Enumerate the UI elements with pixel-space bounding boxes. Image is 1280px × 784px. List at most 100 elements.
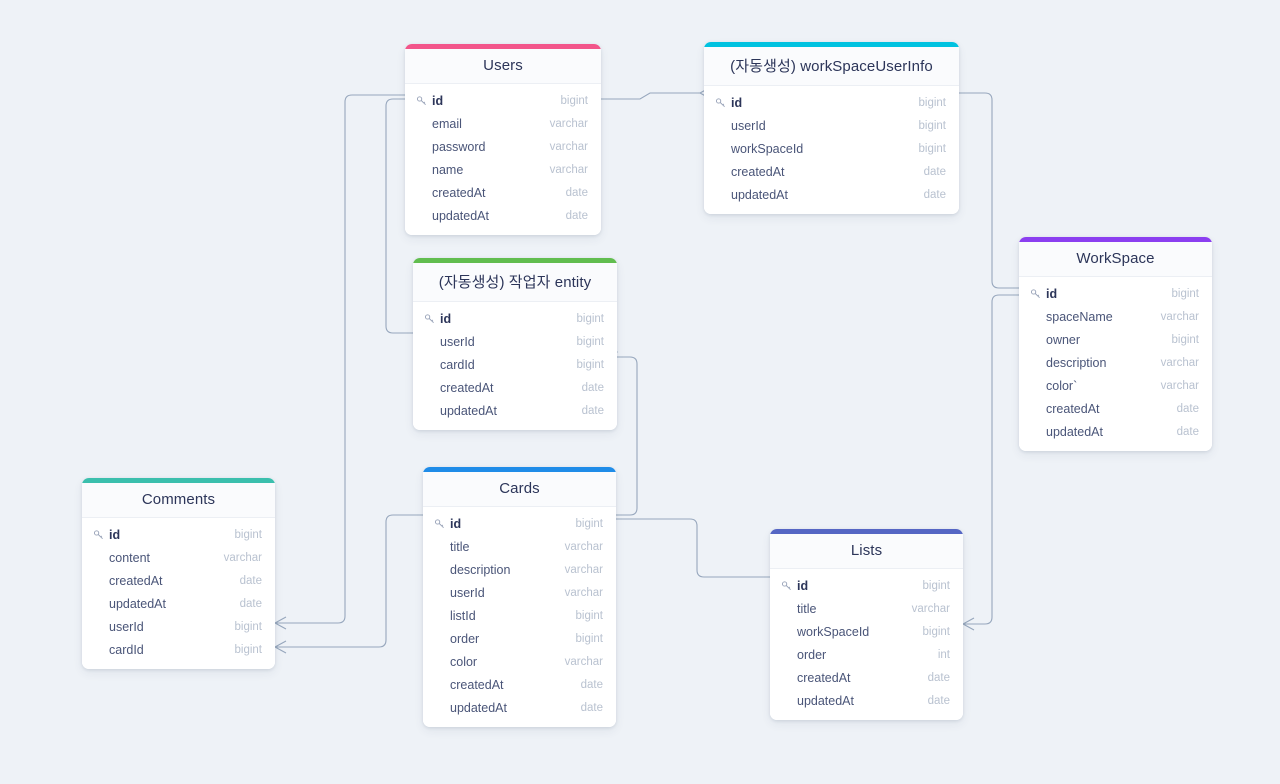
- column-type: date: [239, 574, 262, 587]
- column-name: color`: [1046, 378, 1078, 393]
- column-name: cardId: [440, 357, 475, 372]
- column-name-group: id: [93, 528, 120, 542]
- column-row[interactable]: password varchar: [405, 135, 601, 158]
- column-row[interactable]: spaceName varchar: [1019, 305, 1212, 328]
- key-icon: [434, 518, 446, 530]
- column-name-group: id: [1030, 287, 1057, 301]
- column-type: varchar: [564, 655, 603, 668]
- column-type: date: [1176, 425, 1199, 438]
- column-name: owner: [1046, 332, 1081, 347]
- column-name-group: id: [434, 517, 461, 531]
- column-name: updatedAt: [440, 403, 497, 418]
- column-name: updatedAt: [109, 596, 166, 611]
- column-row[interactable]: createdAt date: [405, 181, 601, 204]
- column-type: varchar: [549, 117, 588, 130]
- entity-accent-bar: [704, 42, 959, 47]
- column-name-group: order: [781, 648, 826, 662]
- column-name: createdAt: [432, 185, 486, 200]
- column-name-group: email: [416, 117, 462, 131]
- column-name-group: password: [416, 140, 486, 154]
- crows-foot-marker: [273, 616, 287, 630]
- column-name: updatedAt: [797, 693, 854, 708]
- column-type: varchar: [549, 140, 588, 153]
- column-type: bigint: [576, 358, 605, 371]
- column-name-group: color: [434, 655, 477, 669]
- column-type: bigint: [922, 579, 951, 592]
- column-name: userId: [440, 334, 475, 349]
- column-row[interactable]: cardId bigint: [413, 353, 617, 376]
- column-row[interactable]: updatedAt date: [413, 399, 617, 422]
- column-name-group: workSpaceId: [781, 625, 869, 639]
- entity-accent-bar: [770, 529, 963, 534]
- column-type: date: [923, 165, 946, 178]
- column-name-group: userId: [424, 335, 475, 349]
- column-name: description: [1046, 355, 1107, 370]
- column-row[interactable]: color`varchar: [1019, 374, 1212, 397]
- column-name: id: [432, 93, 444, 108]
- column-row[interactable]: email varchar: [405, 112, 601, 135]
- column-type: bigint: [234, 620, 263, 633]
- column-type: bigint: [918, 119, 947, 132]
- column-name: id: [731, 95, 743, 110]
- column-type: varchar: [1160, 310, 1199, 323]
- column-name-group: createdAt: [1030, 402, 1100, 416]
- relationship-users-to-workspaceuserinfo: [601, 86, 712, 100]
- column-type: date: [565, 186, 588, 199]
- column-name-group: spaceName: [1030, 310, 1113, 324]
- column-name-group: id: [424, 312, 451, 326]
- column-type: date: [581, 404, 604, 417]
- column-name-group: title: [434, 540, 469, 554]
- column-row[interactable]: color varchar: [423, 650, 616, 673]
- column-type: date: [565, 209, 588, 222]
- column-type: date: [580, 678, 603, 691]
- entity-title: Comments: [82, 483, 275, 518]
- column-name: createdAt: [1046, 401, 1100, 416]
